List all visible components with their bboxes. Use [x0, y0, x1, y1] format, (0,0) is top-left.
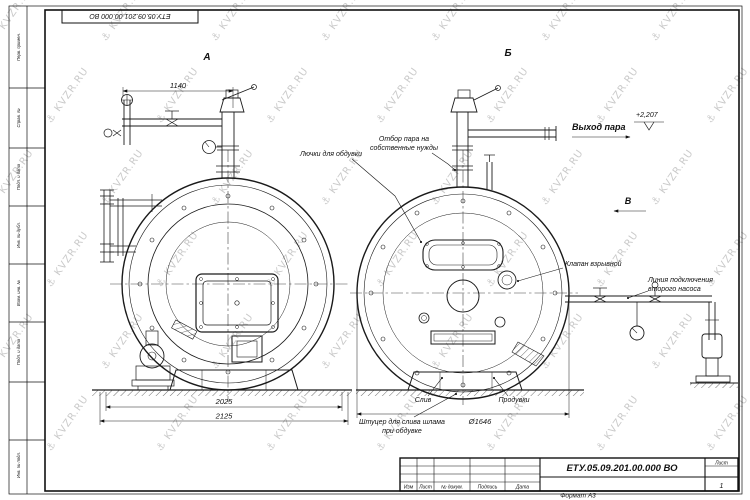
- margin-label: Справ. №: [16, 108, 21, 127]
- dimensions-b: [356, 300, 570, 418]
- water-level-gauge-columns: [100, 189, 162, 263]
- dim-2025: 2025: [215, 397, 234, 406]
- dim-2125: 2125: [215, 412, 234, 421]
- callout-steam-own-1: Отбор пара на: [379, 135, 429, 143]
- margin-label: Подп. и дата: [16, 338, 21, 365]
- steam-outlet-arrow: [572, 121, 664, 139]
- leaders: [351, 152, 649, 418]
- feed-pump: [690, 333, 738, 388]
- tb-col-izm: Изм: [404, 485, 414, 491]
- center-manhole: [446, 279, 480, 313]
- hatch-detail: [511, 341, 545, 367]
- callout-steam-out: Выход пара: [572, 122, 626, 132]
- boiler-front-view-a: [92, 84, 352, 425]
- dim-1140: 1140: [170, 81, 187, 90]
- boiler-front-view-b: [350, 85, 738, 418]
- sheet-frame: [8, 5, 743, 495]
- callout-elevation: +2,207: [636, 112, 659, 119]
- margin-label: Перв. примен.: [16, 33, 21, 61]
- safety-valve-assembly-a: [103, 84, 257, 178]
- margin-stamp-labels: Перв. примен. Справ. № Подп. и дата Инв.…: [16, 12, 171, 478]
- shell-ports: [418, 270, 517, 328]
- ground-line-b: [356, 389, 584, 396]
- ground-line-a: [92, 389, 352, 396]
- dim-1646: Ø1646: [468, 417, 492, 426]
- support-saddle: [169, 369, 299, 391]
- shell-bolts: [137, 193, 319, 375]
- tb-col-list: Лист: [418, 485, 432, 491]
- tb-col-podpis: Подпись: [478, 485, 498, 491]
- safety-valve-assembly-b: [450, 85, 557, 190]
- tb-col-data: Дата: [515, 485, 529, 491]
- callout-pump-line-1: Линия подключения: [647, 276, 713, 284]
- view-label-v: В: [625, 196, 632, 206]
- margin-label: Подп. и дата: [16, 163, 21, 190]
- callout-blowdown: Продувки: [498, 396, 529, 404]
- view-label-a: А: [202, 52, 210, 63]
- tb-sheet-label: Лист: [714, 461, 728, 467]
- title-block: [399, 457, 739, 492]
- format-label: Формат А3: [560, 493, 596, 500]
- callout-sludge-1: Штуцер для слива шлама: [359, 418, 445, 426]
- top-stamp-docnumber: ЕТУ.05.09.201.00.000 ВО: [89, 12, 171, 19]
- view-label-b: Б: [504, 48, 511, 59]
- margin-label: Инв. № подл.: [16, 452, 21, 478]
- tb-sheet-value: 1: [720, 483, 724, 490]
- blower-fan: [131, 330, 175, 390]
- top-manhole: [422, 239, 504, 271]
- lower-hatch: [430, 330, 496, 345]
- margin-label: Взам. инв. №: [16, 280, 21, 306]
- callout-steam-own-2: собственные нужды: [370, 144, 439, 152]
- callout-pump-line-2: второго насоса: [648, 286, 701, 293]
- tb-col-dokum: № докум.: [441, 485, 463, 491]
- dimensions-a: [99, 87, 349, 425]
- callout-drain: Слив: [415, 397, 432, 404]
- margin-label: Инв. № дубл.: [16, 222, 21, 248]
- callout-explosion-valve: Клапан взрывной: [565, 260, 622, 268]
- callout-sludge-2: при обдувке: [382, 427, 422, 435]
- burner-door: [171, 273, 279, 340]
- callout-hatches: Лючки для обдувки: [299, 150, 362, 158]
- tb-doc-number: ЕТУ.05.09.201.00.000 ВО: [566, 463, 678, 474]
- shell-bolts: [368, 198, 558, 388]
- support-saddle: [407, 371, 523, 391]
- sight-glass-box: [231, 335, 263, 363]
